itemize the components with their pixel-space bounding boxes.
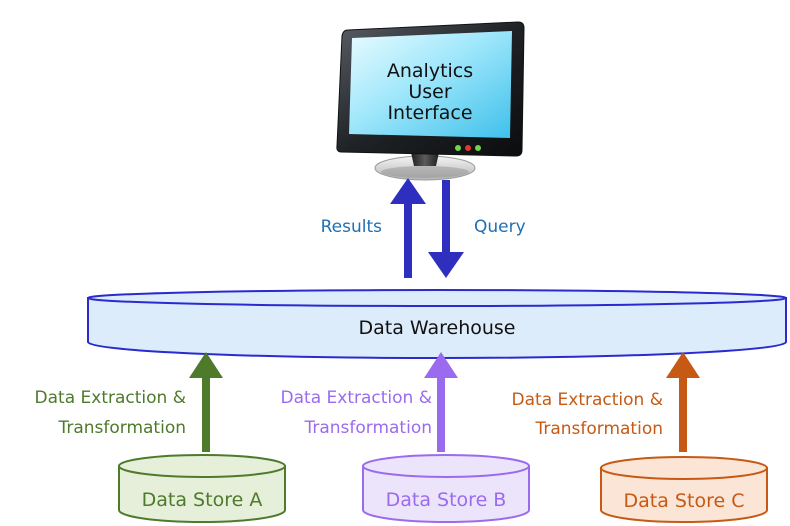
monitor-base-shadow	[381, 166, 469, 178]
extraction-label-c-line1: Data Extraction &	[512, 390, 663, 410]
data-store-a-label: Data Store A	[142, 489, 263, 511]
results-label: Results	[321, 217, 383, 237]
monitor-text-line2: User	[408, 81, 451, 103]
data-store-c-label: Data Store C	[624, 490, 745, 512]
monitor-text-line3: Interface	[387, 102, 472, 124]
data-store-b: Data Store B	[362, 454, 530, 523]
query-label: Query	[474, 217, 526, 237]
extraction-label-a-line1: Data Extraction &	[35, 388, 186, 408]
extraction-arrow-c	[666, 352, 700, 452]
extraction-label-b-line1: Data Extraction &	[281, 388, 432, 408]
monitor-icon: Analytics User Interface	[336, 21, 525, 181]
extraction-arrow-a	[189, 352, 223, 452]
data-store-b-label: Data Store B	[386, 489, 507, 511]
data-warehouse: Data Warehouse	[87, 289, 787, 359]
extraction-label-c-line2: Transformation	[534, 419, 663, 439]
led-green-2	[475, 145, 481, 151]
warehouse-top	[87, 289, 787, 307]
extraction-label-a-line2: Transformation	[57, 418, 186, 438]
data-store-a: Data Store A	[118, 454, 286, 523]
data-store-c: Data Store C	[600, 456, 768, 523]
led-green	[455, 145, 461, 151]
results-arrow	[390, 178, 426, 278]
led-red	[465, 145, 471, 151]
monitor-text-line1: Analytics	[387, 60, 473, 82]
warehouse-label: Data Warehouse	[358, 317, 515, 339]
monitor-screen	[349, 31, 512, 138]
query-arrow	[428, 180, 464, 278]
extraction-label-b-line2: Transformation	[303, 418, 432, 438]
extraction-arrow-b	[424, 352, 458, 452]
